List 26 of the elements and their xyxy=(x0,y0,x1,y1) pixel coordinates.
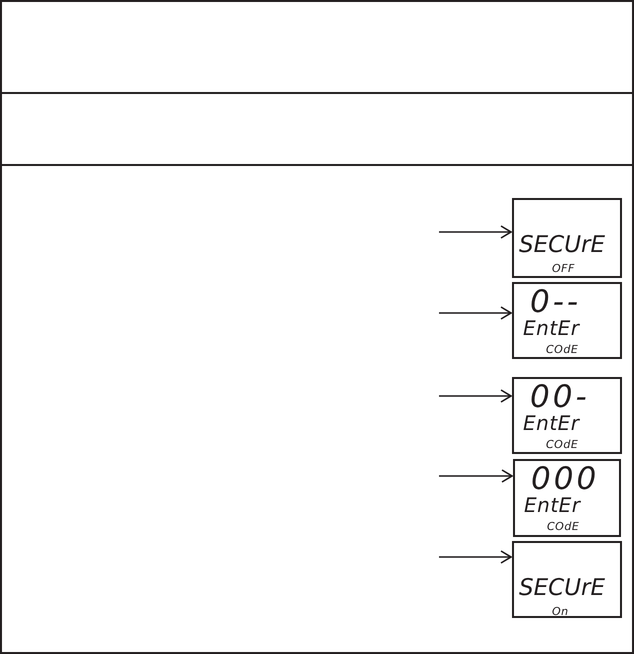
lcd-word: SECUrE xyxy=(519,234,606,257)
arrow xyxy=(439,306,512,320)
lcd-display xyxy=(512,377,622,454)
lcd-small-text: OFF xyxy=(552,263,575,274)
lcd-small-text: COdE xyxy=(546,439,578,450)
table-row xyxy=(0,164,634,654)
arrow xyxy=(439,225,512,239)
lcd-display xyxy=(513,459,621,537)
lcd-small-text: On xyxy=(552,606,569,617)
lcd-display xyxy=(512,282,622,359)
lcd-digits: 0-- xyxy=(530,287,582,318)
lcd-digits: 000 xyxy=(531,464,600,495)
lcd-small-text: COdE xyxy=(547,521,580,532)
lcd-display xyxy=(512,541,622,618)
lcd-digits: 00- xyxy=(530,382,590,413)
lcd-word: SECUrE xyxy=(519,577,606,600)
lcd-word: EntEr xyxy=(523,413,580,433)
lcd-word: EntEr xyxy=(524,495,581,515)
lcd-word: EntEr xyxy=(523,318,580,338)
arrow xyxy=(439,469,513,483)
arrow xyxy=(439,550,512,564)
table-row xyxy=(0,92,634,166)
lcd-small-text: COdE xyxy=(546,344,578,355)
table-row xyxy=(0,0,634,94)
arrow xyxy=(439,389,512,403)
lcd-display xyxy=(512,198,622,278)
